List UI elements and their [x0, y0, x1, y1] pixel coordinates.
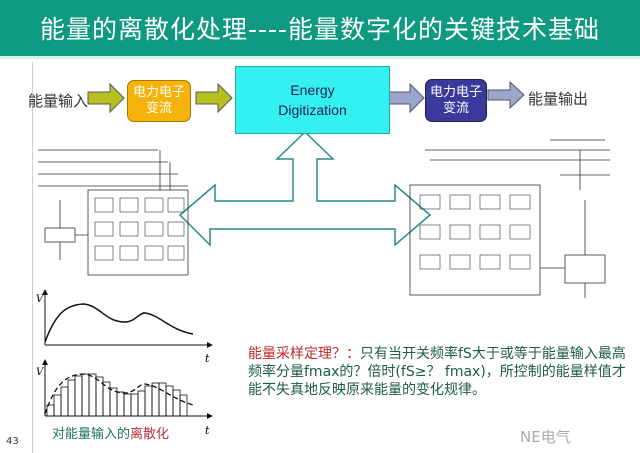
- arrow-output: [487, 80, 525, 110]
- output-label: 能量输出: [528, 90, 589, 108]
- bottom-ylabel: V: [36, 367, 45, 378]
- input-label: 能量输入: [28, 92, 89, 110]
- left-circuit: [38, 149, 189, 276]
- arrow-to-energy: [195, 82, 233, 114]
- sample-bar: [88, 373, 97, 417]
- page-number: 43: [6, 436, 19, 447]
- converter-out-box: 电力电子变流: [425, 79, 487, 122]
- sample-bar: [151, 382, 160, 417]
- sample-bar: [81, 373, 90, 417]
- double-arrow: [178, 130, 432, 247]
- continuous-chart: [42, 289, 213, 348]
- chart-caption: 对能量输入的离散化: [52, 423, 169, 442]
- sample-bar: [74, 375, 83, 417]
- sample-bar: [158, 382, 167, 417]
- sample-bar: [144, 385, 153, 417]
- right-circuit: [409, 139, 610, 298]
- caption-part1: 对能量输入的: [52, 427, 131, 442]
- arrow-from-energy: [387, 82, 425, 114]
- converter-in-box: 电力电子变流: [127, 80, 191, 122]
- energy-line2: Digitization: [278, 102, 347, 118]
- top-xlabel: t: [205, 352, 210, 365]
- sample-bar: [60, 386, 69, 417]
- top-ylabel: V: [36, 294, 45, 305]
- caption-part2: 离散化: [130, 427, 170, 442]
- theorem-title: 能量采样定理？：: [248, 346, 360, 362]
- arrow-input: [87, 82, 125, 114]
- energy-line1: Energy: [290, 82, 335, 98]
- slide-title: 能量的离散化处理----能量数字化的关键技术基础: [39, 15, 601, 44]
- margin-line: [32, 62, 33, 453]
- watermark: NE电气: [520, 428, 571, 446]
- sampling-theorem-text: 能量采样定理？：只有当开关频率fS大于或等于能量输入最高频率分量fmax的？倍时…: [248, 345, 633, 399]
- header-bar: [0, 0, 640, 59]
- sample-bar: [53, 394, 62, 417]
- sample-bar: [172, 389, 181, 417]
- discretized-chart: [42, 359, 213, 419]
- sample-bar: [179, 394, 188, 417]
- sample-bar: [130, 393, 139, 417]
- sample-bar: [137, 390, 146, 417]
- sample-bar: [67, 379, 76, 417]
- sample-bar: [46, 404, 55, 417]
- sample-bar: [116, 391, 125, 417]
- theorem-body: 只有当开关频率fS大于或等于能量输入最高频率分量fmax的？倍时(fS≥？ fm…: [248, 346, 626, 398]
- sample-bar: [102, 381, 111, 417]
- sample-bar: [123, 393, 132, 417]
- sample-bar: [165, 385, 174, 417]
- bottom-xlabel: t: [205, 424, 210, 437]
